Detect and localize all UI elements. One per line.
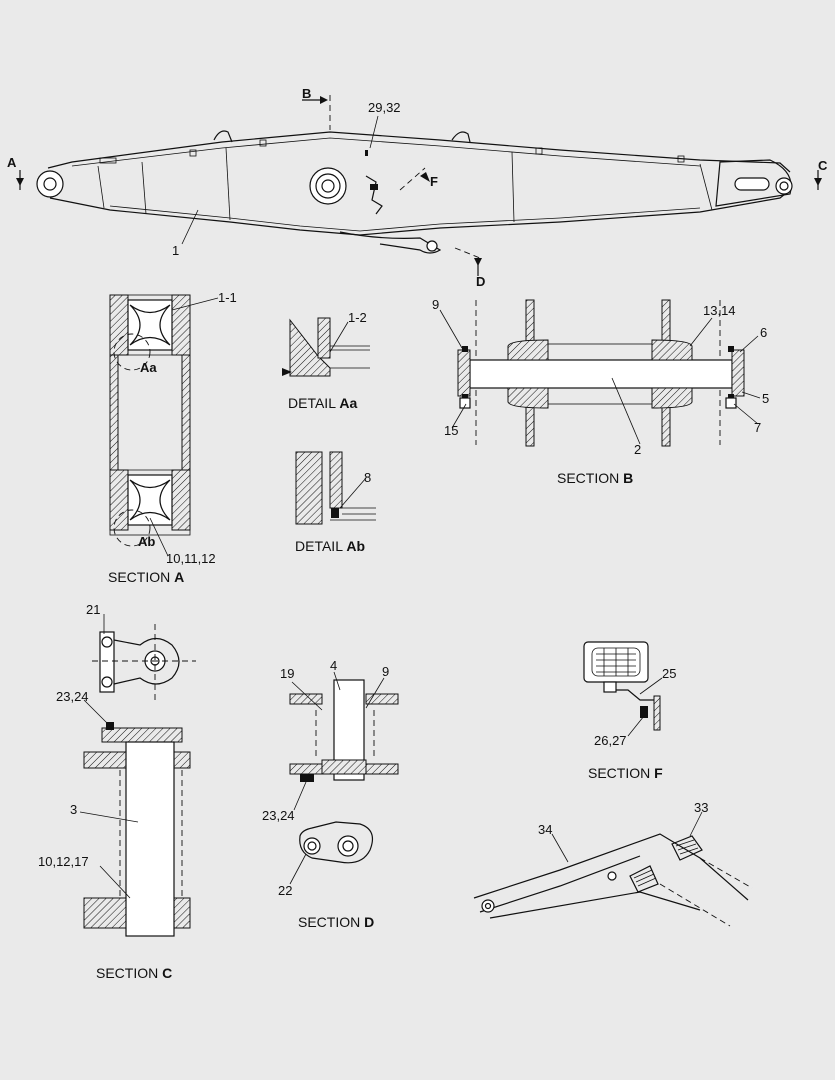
callout-19: 19 [280,666,294,681]
callout-21: 21 [86,602,100,617]
callout-13-14: 13,14 [703,303,736,318]
callout-33: 33 [694,800,708,815]
section-marker-c: C [818,158,828,173]
callout-8: 8 [364,470,371,485]
callout-3: 3 [70,802,77,817]
callout-10-12-17: 10,12,17 [38,854,89,869]
callout-26-27: 26,27 [594,733,627,748]
detail-ab-drawing [295,451,376,525]
section-b-caption: SECTION B [557,470,633,486]
detail-ab-caption: DETAIL Ab [295,538,365,554]
section-f-caption: SECTION F [588,765,663,781]
section-d-caption: SECTION D [298,914,374,930]
callout-9-b: 9 [432,297,439,312]
section-b-drawing [439,299,761,447]
callout-2: 2 [634,442,641,457]
detail-aa-drawing [282,317,370,377]
callout-15: 15 [444,423,458,438]
section-marker-a: A [7,155,17,170]
section-c-caption: SECTION C [96,965,172,981]
section-c-drawing [79,614,196,937]
section-marker-b: B [302,86,311,101]
section-d-drawing [289,671,399,885]
section-a-caption: SECTION A [108,569,184,585]
callout-6: 6 [760,325,767,340]
callout-23-24-d: 23,24 [262,808,295,823]
detail-aa-caption: DETAIL Aa [288,395,357,411]
callout-ab: Ab [138,534,155,549]
section-a-drawing [109,294,219,557]
section-f-drawing [583,641,663,737]
callout-34: 34 [538,822,552,837]
callout-10-11-12: 10,11,12 [166,551,216,566]
section-marker-f: F [430,174,438,189]
perspective-view-drawing [473,811,753,927]
callout-5: 5 [762,391,769,406]
callout-23-24-c: 23,24 [56,689,89,704]
callout-1-2: 1-2 [348,310,367,325]
callout-9-d: 9 [382,664,389,679]
section-marker-d: D [476,274,485,289]
callout-1: 1 [172,243,179,258]
callout-25: 25 [662,666,676,681]
callout-4: 4 [330,658,337,673]
callout-1-1: 1-1 [218,290,237,305]
callout-7: 7 [754,420,761,435]
callout-29-32: 29,32 [368,100,401,115]
callout-22: 22 [278,883,292,898]
boom-arm-view [16,95,822,276]
callout-aa: Aa [140,360,157,375]
